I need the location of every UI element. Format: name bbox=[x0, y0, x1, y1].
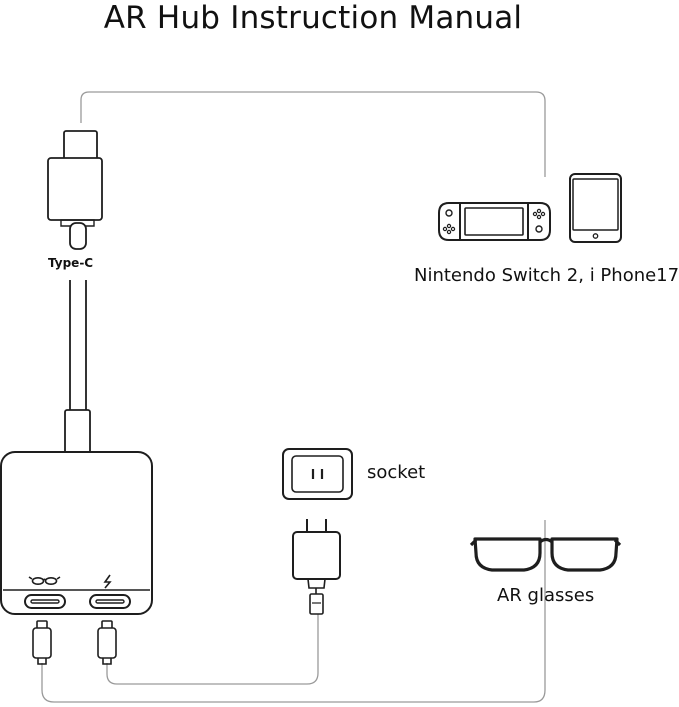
iphone-icon bbox=[569, 173, 622, 243]
hub-body bbox=[0, 451, 153, 615]
lightning-port-icon bbox=[103, 574, 112, 589]
cable-strain-relief bbox=[64, 409, 91, 454]
glasses-port-icon bbox=[28, 576, 61, 585]
page-title: AR Hub Instruction Manual bbox=[103, 0, 523, 36]
ar-glasses-icon bbox=[469, 537, 622, 572]
nintendo-switch-icon bbox=[438, 202, 551, 241]
usb-c-plug-left bbox=[32, 620, 52, 665]
cable-power-return bbox=[106, 612, 319, 685]
type-c-plug bbox=[47, 130, 103, 250]
socket-label: socket bbox=[367, 462, 426, 483]
type-c-label: Type-C bbox=[48, 256, 94, 270]
power-adapter-icon bbox=[292, 519, 341, 615]
usb-c-plug-right bbox=[97, 620, 117, 665]
type-c-cable bbox=[69, 280, 87, 413]
ar-glasses-label: AR glasses bbox=[497, 585, 595, 606]
cable-glasses-return bbox=[41, 520, 546, 703]
devices-label: Nintendo Switch 2, i Phone17 bbox=[414, 265, 679, 286]
socket-icon bbox=[282, 448, 353, 500]
cable-to-devices bbox=[80, 91, 546, 177]
